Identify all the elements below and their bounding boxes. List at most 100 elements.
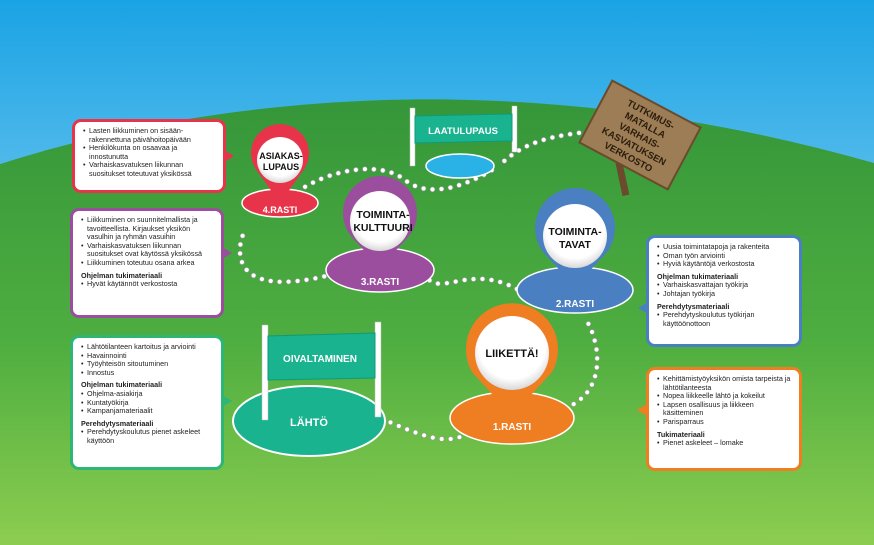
path-dot [456, 434, 463, 440]
section-heading: Perehdytysmateriaali [657, 301, 730, 311]
list-item: Varhaiskasvatuksen liikunnan suositukset… [83, 161, 217, 178]
path-dot [439, 436, 445, 442]
path-dot [380, 167, 386, 174]
path-dot [585, 321, 592, 327]
list-item: Liikkuminen toteutuu osana arkea [81, 258, 215, 268]
path-dot [456, 182, 462, 188]
list-item: Uusia toimintatapoja ja rakenteita [657, 242, 793, 252]
path-dot [276, 279, 283, 285]
path-dot [540, 137, 547, 143]
orange-box-list: Kehittämistyöyksikön omista tarpeista ja… [657, 374, 793, 427]
path-dot [239, 233, 246, 239]
list-item: Hyvät käytännöt verkostosta [81, 280, 215, 289]
list-item: Työyhteisön sitoutuminen [81, 360, 215, 369]
list-item: Nopea liikkeelle lähtö ja kokeilut [657, 392, 793, 401]
list-item: Kuntatyökirja [81, 398, 215, 408]
path-dot [268, 278, 274, 284]
list-item: Perehdytyskoulutus työkirjan käyttöönott… [657, 310, 793, 328]
start-disc-label: LÄHTÖ [290, 416, 328, 429]
path-dot [335, 170, 341, 176]
path-dot [594, 355, 600, 362]
green-box-tail [222, 395, 232, 407]
list-item: Kampanjamateriaalit [81, 407, 215, 416]
pin-3-title-line1: TOIMINTA- [356, 209, 410, 221]
section-heading: Tukimateriaali [657, 429, 705, 439]
path-dot [444, 280, 450, 286]
path-dot [578, 396, 584, 402]
blue-info-box: Uusia toimintatapoja ja rakenteita Oman … [646, 235, 802, 347]
path-dot [592, 373, 598, 379]
path-dot [303, 277, 310, 283]
path-dot [506, 282, 512, 288]
path-dot [237, 241, 244, 248]
list-item: Varhaiskasvattajan työkirja [657, 281, 793, 290]
pin-1-title: LIIKETTÄ! [485, 347, 538, 360]
path-dot [488, 277, 495, 283]
list-item: Kehittämistyöyksikön omista tarpeista ja… [657, 374, 793, 392]
list-item: Oman työn arviointi [657, 251, 793, 261]
list-item: Lapsen osallisuus ja liikkeen käsittemin… [657, 400, 793, 418]
path-dot [396, 423, 402, 429]
list-item: Innostus [81, 368, 215, 378]
path-dot [501, 158, 508, 164]
green-box-material-list: Ohjelma-asiakirja Kuntatyökirja Kampanja… [81, 389, 215, 416]
path-dot [397, 173, 403, 180]
goal-disc [425, 153, 495, 179]
green-box-training-list: Perehdytyskoulutus pienet askeleet käytt… [81, 427, 215, 445]
red-info-box: Lasten liikkuminen on sisään-rakennettun… [72, 119, 226, 193]
blue-box-tail [638, 302, 648, 314]
path-dot [250, 272, 257, 279]
start-banner-label: OIVALTAMINEN [283, 354, 357, 365]
path-dot [453, 278, 459, 285]
path-dot [461, 277, 468, 283]
pin-toimintatavat: TOIMINTA- TAVAT [534, 188, 615, 287]
pin-toimintakulttuuri: TOIMINTA- KULTTUURI [343, 176, 418, 268]
path-dot [237, 250, 243, 257]
purple-info-box: Liikkuminen on suunnitelmallista ja tavo… [70, 208, 224, 318]
pin-asiakaslupaus: ASIAKAS- LUPAUS [250, 124, 310, 203]
path-dot [567, 131, 573, 137]
green-box-list: Lähtötilanteen kartoitus ja arviointi Ha… [81, 342, 215, 378]
station-1-label: 1.RASTI [493, 422, 532, 433]
path-dot [470, 276, 477, 282]
section-heading: Ohjelman tukimateriaali [657, 271, 739, 281]
path-dot [589, 381, 595, 388]
path-dot [576, 130, 582, 136]
path-dot [438, 186, 445, 192]
pin-2-title-line1: TOIMINTA- [548, 226, 602, 238]
purple-box-tail [222, 247, 232, 259]
path-dot [318, 176, 324, 182]
red-box-tail [224, 150, 234, 162]
list-item: Parisparraus [657, 417, 793, 427]
start-banner: OIVALTAMINEN [261, 321, 382, 421]
station-4-label: 4.RASTI [263, 205, 298, 215]
list-item: Johtajan työkirja [657, 289, 793, 299]
section-heading: Ohjelman tukimateriaali [81, 270, 163, 280]
path-dot [285, 279, 292, 285]
path-dot [344, 168, 350, 174]
path-dot [594, 364, 600, 371]
path-dot [429, 186, 436, 193]
section-heading: Ohjelman tukimateriaali [81, 380, 163, 390]
section-heading: Perehdytysmateriaali [81, 418, 154, 428]
path-dot [430, 434, 436, 441]
station-2-label: 2.RASTI [556, 299, 595, 310]
path-dot [591, 337, 598, 344]
list-item: Lähtötilanteen kartoitus ja arviointi [81, 342, 215, 352]
path-dot [244, 267, 250, 273]
pin-4-title-line1: ASIAKAS- [259, 151, 303, 161]
blue-box-training-list: Perehdytyskoulutus työkirjan käyttöönott… [657, 310, 793, 328]
blue-box-material-list: Varhaiskasvattajan työkirja Johtajan työ… [657, 281, 793, 298]
pin-2-title-line2: TAVAT [559, 239, 591, 251]
path-dot [412, 429, 419, 436]
path-dot [479, 276, 486, 282]
path-dot [404, 178, 410, 185]
orange-box-material-list: Pienet askeleet – lomake [657, 439, 793, 448]
list-item: Liikkuminen on suunnitelmallista ja tavo… [81, 215, 215, 242]
orange-box-tail [637, 404, 647, 416]
blue-box-list: Uusia toimintatapoja ja rakenteita Oman … [657, 242, 793, 269]
list-item: Hyviä käytäntöjä verkostosta [657, 260, 793, 269]
path-dot [371, 166, 377, 173]
list-item: Henkilökunta on osaavaa ja innostunutta [83, 143, 217, 161]
